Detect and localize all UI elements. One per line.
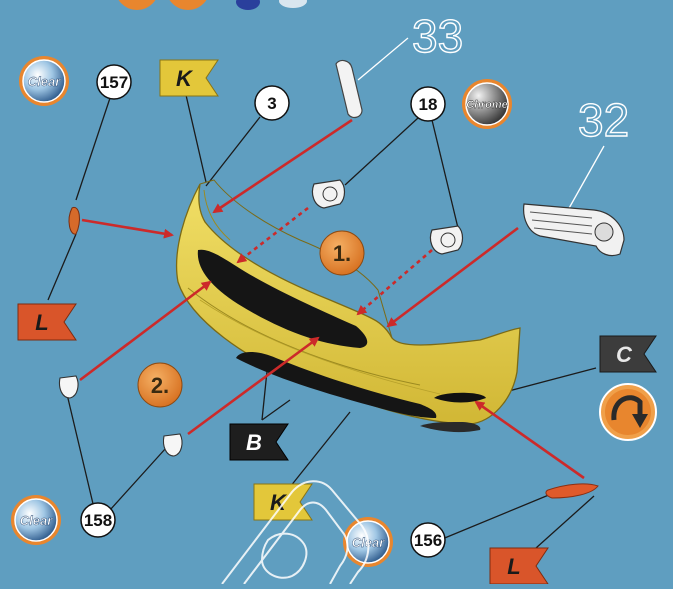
badge-chrome: Chrome (462, 79, 512, 129)
part-157-amber-lens (69, 207, 79, 234)
step-1-label: 1. (333, 241, 351, 266)
badge-chrome-label: Chrome (466, 99, 508, 111)
part-32-fog-grille (524, 204, 624, 256)
flag-b-bottom: B (230, 424, 288, 460)
callout-158: 158 (81, 503, 115, 537)
callout-3-label: 3 (267, 94, 276, 113)
callout-156-label: 156 (414, 531, 442, 550)
callout-18: 18 (411, 87, 445, 121)
callout-3: 3 (255, 86, 289, 120)
callout-18-label: 18 (419, 95, 438, 114)
front-bumper (177, 180, 520, 432)
cropped-top-badges (115, 0, 307, 10)
callout-157: 157 (97, 65, 131, 99)
flag-l-left-label: L (35, 310, 48, 335)
part-158-lens-right (163, 434, 182, 456)
flag-l-bottom-label: L (507, 554, 520, 579)
badge-clear-top: Clear (19, 56, 69, 106)
flag-l-bottom: L (490, 548, 548, 584)
rotate-arrow-icon (600, 384, 656, 440)
step-1: 1. (320, 231, 364, 275)
flag-k-top-label: K (176, 66, 194, 91)
red-arrows (80, 120, 584, 478)
badge-clear-bottom-left-label: Clear (20, 513, 53, 528)
flag-k-bottom-label: K (270, 490, 288, 515)
badge-clear-top-label: Clear (28, 74, 61, 89)
callout-157-label: 157 (100, 73, 128, 92)
part-158-lens-left (59, 376, 78, 398)
part-18-bracket-right (430, 226, 462, 254)
callout-156: 156 (411, 523, 445, 557)
part-number-33: 33 (412, 10, 463, 62)
part-18-bracket-left (312, 180, 344, 208)
flag-c-right: C (600, 336, 656, 372)
flag-l-left: L (18, 304, 76, 340)
flag-k-top: K (160, 60, 218, 96)
flag-k-bottom: K (254, 484, 312, 520)
flag-c-right-label: C (616, 342, 633, 367)
badge-clear-bottom-left: Clear (11, 495, 61, 545)
step-2-label: 2. (151, 373, 169, 398)
part-number-32: 32 (578, 94, 629, 146)
flag-b-bottom-label: B (246, 430, 262, 455)
callout-158-label: 158 (84, 511, 112, 530)
step-2: 2. (138, 363, 182, 407)
part-33-lens (336, 61, 362, 118)
part-156-amber-strip (546, 484, 598, 498)
